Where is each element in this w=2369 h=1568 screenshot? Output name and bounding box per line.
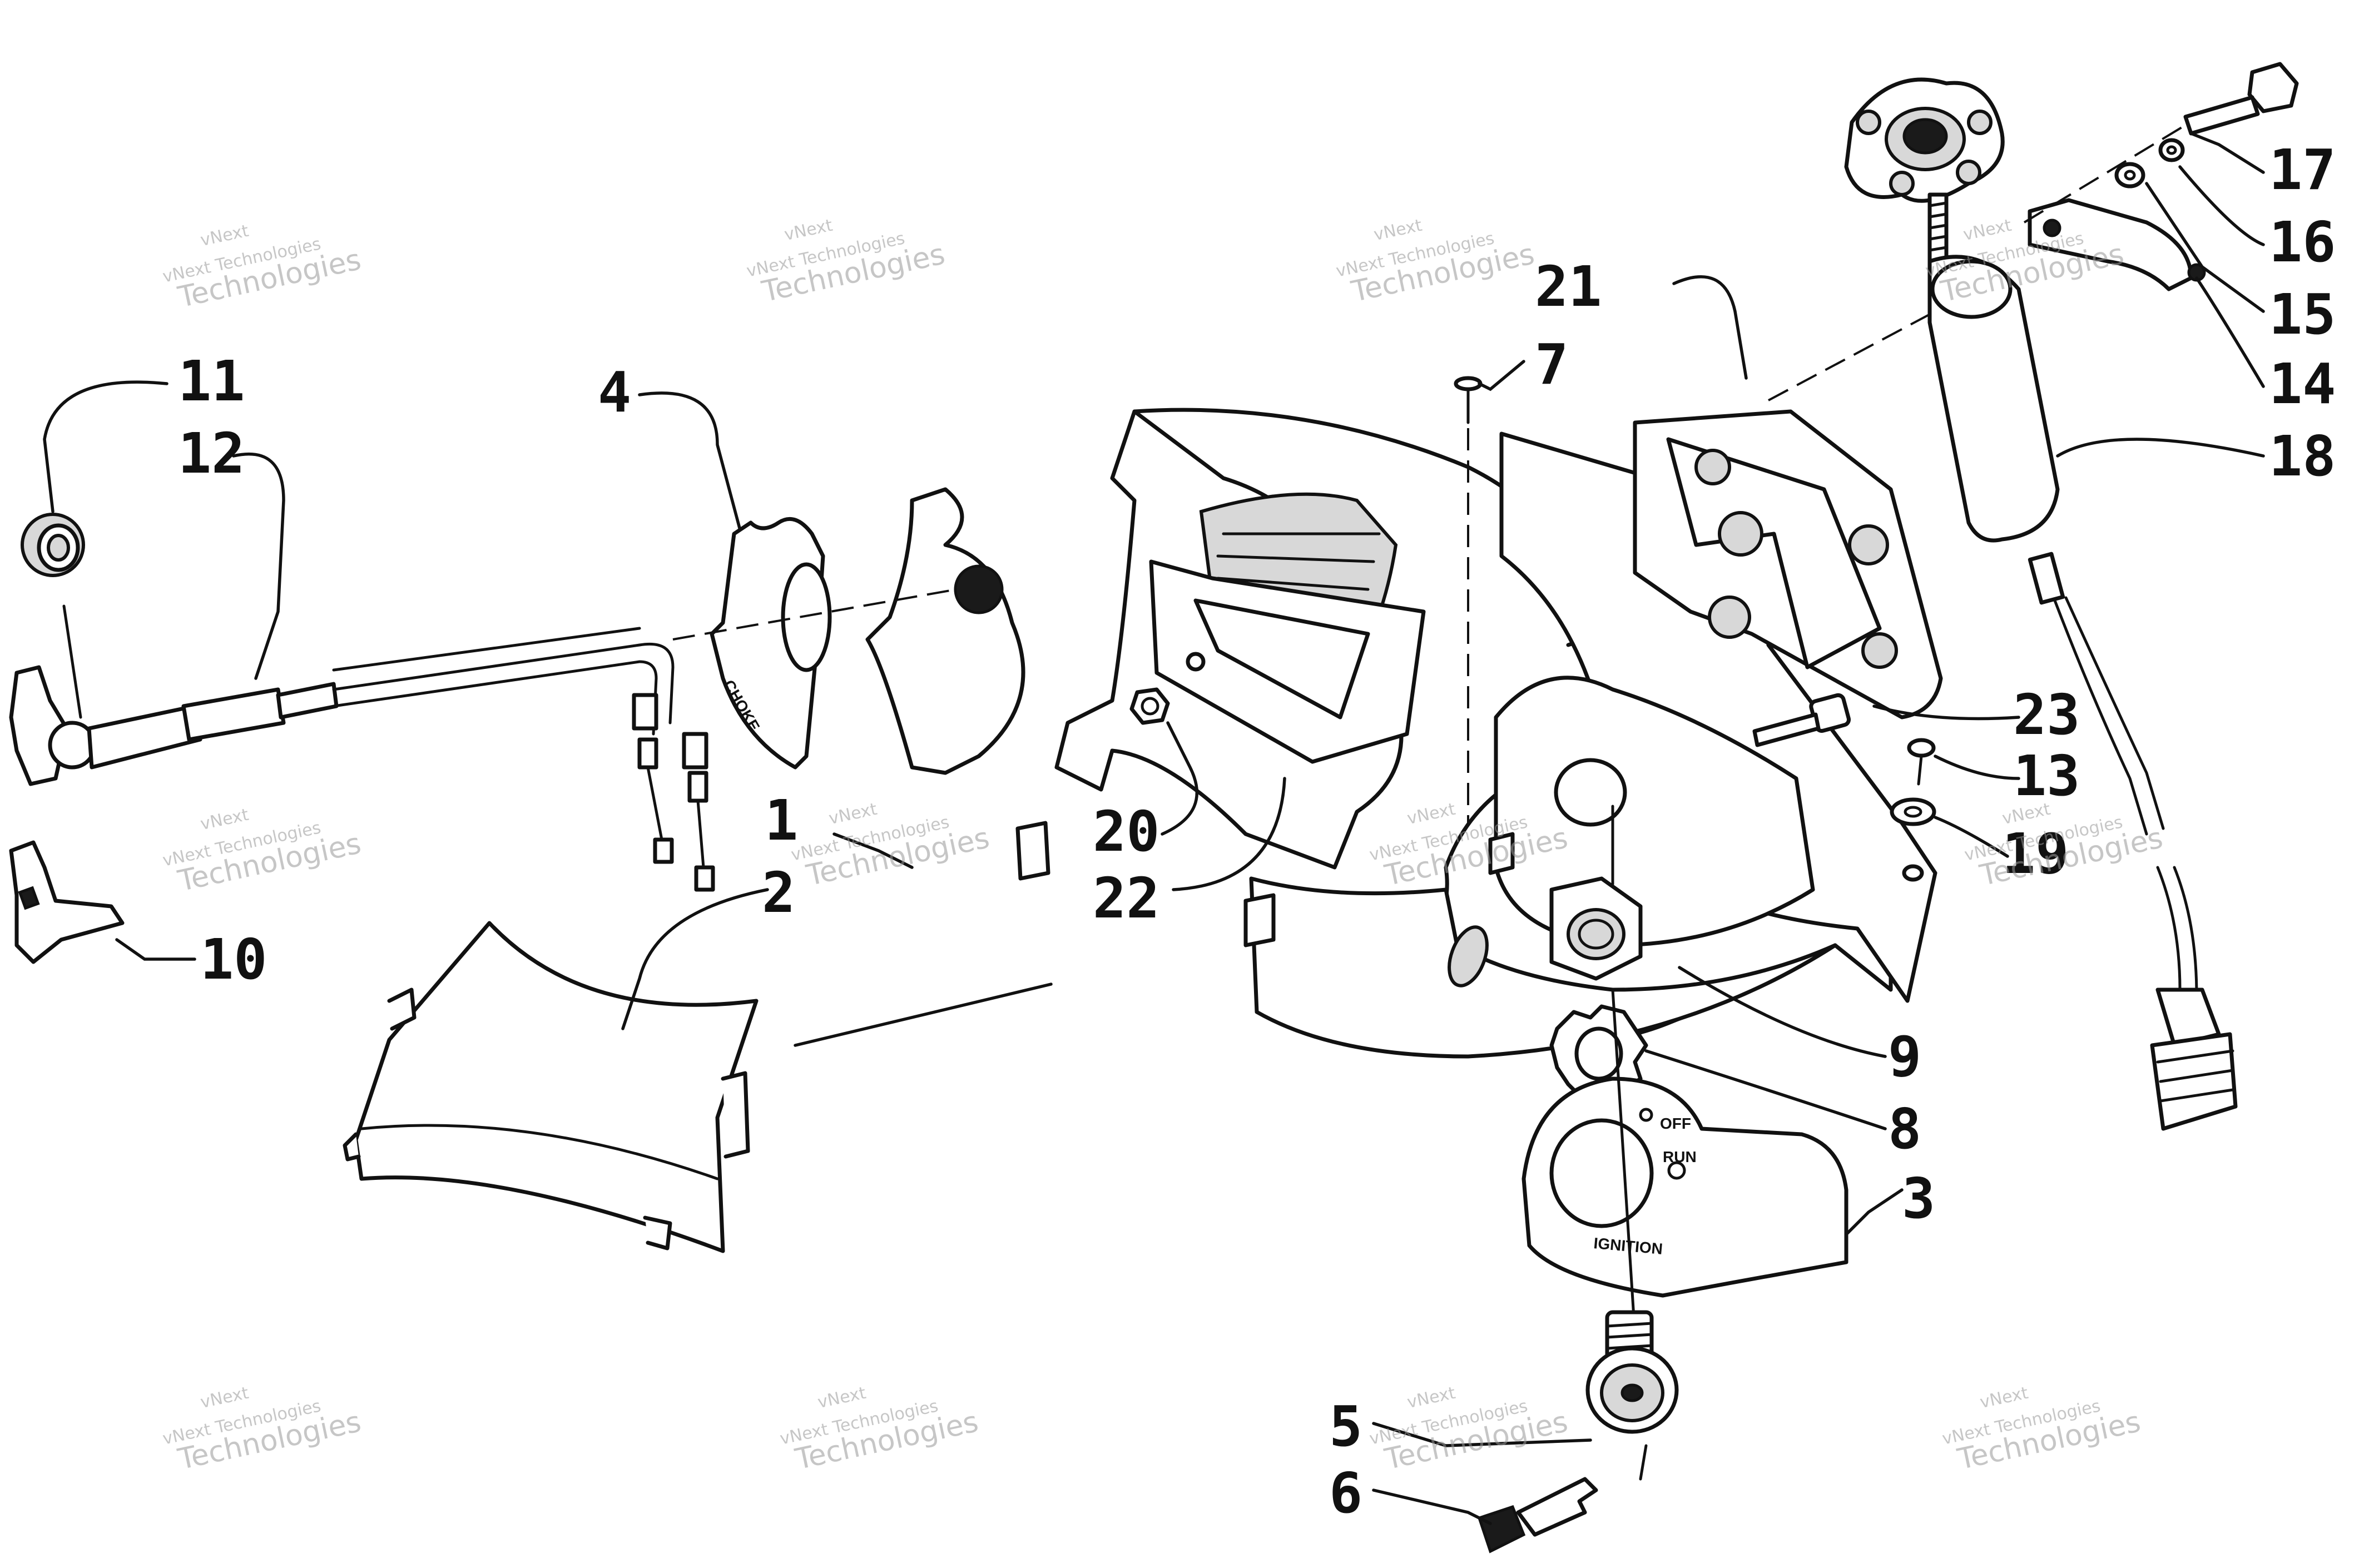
knob-guide-line	[62, 604, 82, 719]
callout-6: 6	[1329, 1461, 1362, 1526]
part-4-decal: CHOKE	[710, 517, 832, 770]
center-line	[794, 983, 1053, 1047]
watermark: vNext vNext Technologies Technologies	[161, 221, 364, 315]
part-7-screw	[1454, 376, 1483, 823]
watermark: vNext vNext Technologies Technologies	[1334, 216, 1537, 309]
callout-23: 23	[2013, 682, 2080, 747]
callout-8: 8	[1888, 1096, 1921, 1162]
callout-14: 14	[2269, 351, 2336, 416]
callout-13: 13	[2013, 743, 2080, 808]
part-5-ignition-switch	[1585, 1310, 1679, 1434]
svg-text:vNext: vNext	[1978, 1383, 2030, 1413]
watermark: vNext vNext Technologies Technologies	[1367, 1383, 1570, 1477]
svg-text:vNext: vNext	[816, 1383, 868, 1413]
callout-12: 12	[178, 421, 245, 486]
part-20-nut	[1129, 687, 1170, 725]
watermark: vNext vNext Technologies Technologies	[789, 800, 992, 893]
svg-text:vNext: vNext	[1405, 800, 1457, 829]
leader-lines	[43, 132, 2265, 1525]
callout-20: 20	[1093, 799, 1159, 864]
callout-3: 3	[1902, 1166, 1935, 1231]
part-13-screw	[1907, 738, 1936, 786]
callout-9: 9	[1888, 1024, 1921, 1089]
watermark: vNext vNext Technologies Technologies	[161, 805, 364, 899]
svg-text:vNext: vNext	[199, 221, 250, 251]
svg-text:vNext: vNext	[1961, 216, 2013, 245]
part-6-key	[1477, 1477, 1598, 1554]
part-11-knob	[21, 513, 85, 577]
callout-10: 10	[200, 927, 267, 992]
part-2-lower-cover	[343, 921, 759, 1253]
svg-text:vNext: vNext	[199, 805, 250, 835]
part-23-bolt	[1752, 693, 1851, 747]
callout-16: 16	[2269, 210, 2336, 275]
svg-text:vNext: vNext	[827, 800, 879, 829]
part-14-clamp	[2028, 198, 2206, 291]
part-21-bracket	[1633, 310, 1943, 720]
part-18-primer-pump	[1927, 255, 2238, 1131]
watermark: vNext vNext Technologies Technologies	[745, 216, 948, 309]
callout-7: 7	[1535, 332, 1568, 397]
part-17-bolt	[2023, 62, 2299, 224]
callout-22: 22	[1093, 866, 1159, 931]
callout-2: 2	[762, 860, 795, 925]
part-10-lever	[9, 840, 125, 964]
callout-21: 21	[1535, 254, 1602, 319]
part-15-washer	[2114, 162, 2145, 188]
part-12-cable-assembly	[9, 588, 957, 892]
callout-17: 17	[2269, 137, 2336, 202]
callout-4: 4	[598, 360, 631, 425]
plate-label-off: OFF	[1660, 1115, 1691, 1132]
svg-text:vNext: vNext	[782, 216, 834, 245]
part-primer-knob	[1844, 77, 2005, 264]
callout-labels: 11 12 4 1 2 10 20 22 7 21 23 13 19 17 16…	[178, 137, 2336, 1526]
watermark: vNext vNext Technologies Technologies	[1940, 1383, 2143, 1477]
callout-1: 1	[765, 788, 798, 853]
part-22-grille-frame	[1149, 559, 1426, 764]
part-9-nut	[1549, 876, 1643, 981]
callout-11: 11	[178, 349, 245, 414]
callout-5: 5	[1329, 1394, 1362, 1459]
svg-text:vNext: vNext	[1372, 216, 1424, 245]
part-3-ignition-plate: OFF RUN IGNITION	[1521, 1076, 1848, 1298]
watermark: vNext vNext Technologies Technologies	[778, 1383, 981, 1477]
callout-15: 15	[2269, 282, 2336, 347]
plate-label-run: RUN	[1663, 1148, 1697, 1165]
svg-text:vNext: vNext	[1405, 1383, 1457, 1413]
svg-text:vNext: vNext	[199, 1383, 250, 1413]
part-19-washer	[1890, 797, 1936, 882]
watermark: vNext vNext Technologies Technologies	[161, 1383, 364, 1477]
key-guide-line	[1639, 1444, 1648, 1481]
callout-18: 18	[2269, 424, 2336, 489]
callout-19: 19	[2002, 821, 2069, 886]
part-16-lockwasher	[2158, 138, 2185, 162]
ignition-axis-lower	[1611, 988, 1637, 1336]
